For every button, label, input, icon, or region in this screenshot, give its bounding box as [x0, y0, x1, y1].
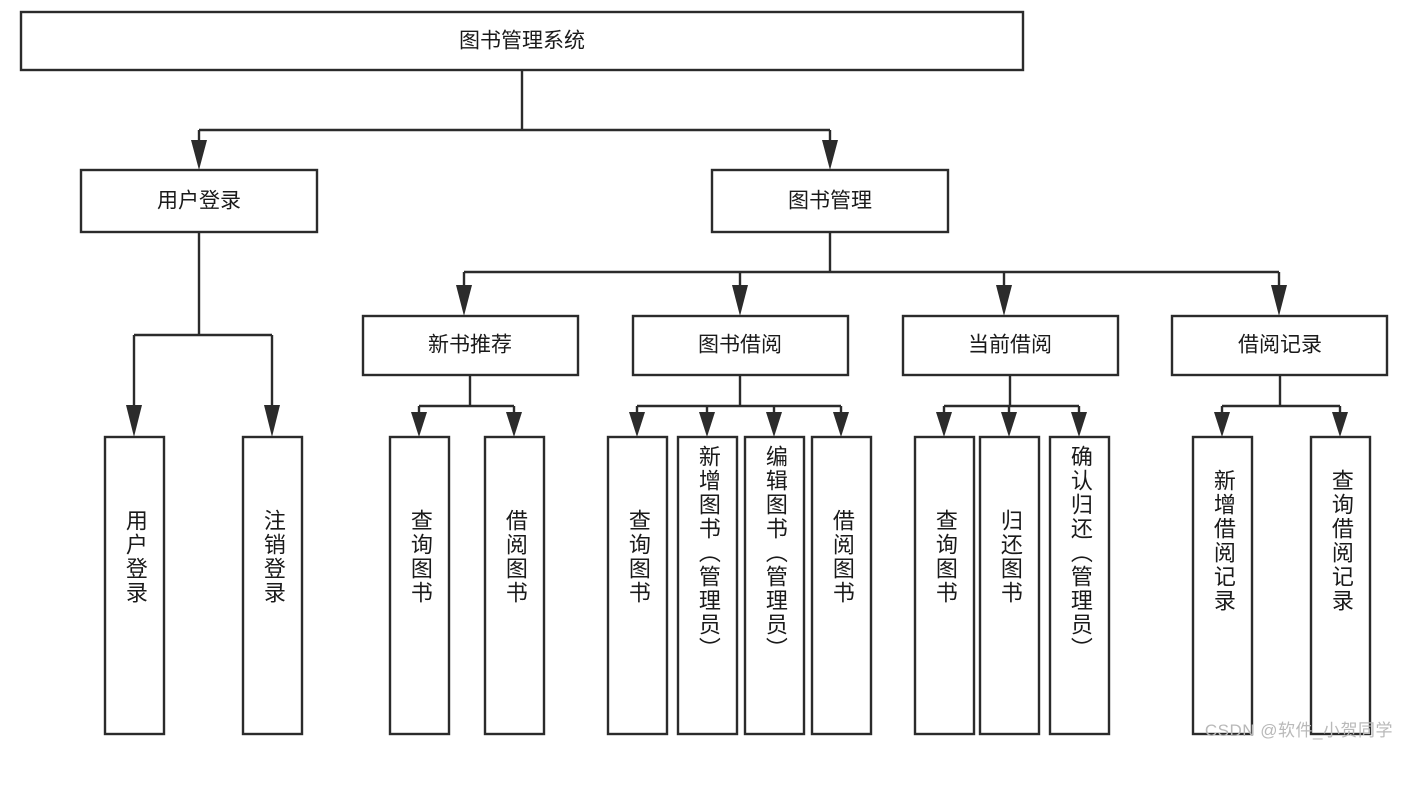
arrowhead-new-book-rec: [456, 285, 472, 316]
node-layer: 图书管理系统 用户登录 图书管理 新书推荐 图书借阅 当前借阅 借阅记录: [19, 10, 1389, 736]
node-leaf-cur-return[interactable]: [978, 435, 1041, 736]
arrowhead-current-borrow: [996, 285, 1012, 316]
diagram-canvas: 图书管理系统 用户登录 图书管理 新书推荐 图书借阅 当前借阅 借阅记录: [19, 10, 1389, 736]
arrowhead-leaf-logout: [264, 405, 280, 437]
node-leaf-rec-search[interactable]: [1309, 435, 1372, 736]
node-leaf-cur-confirm[interactable]: [1048, 435, 1111, 736]
arrowhead-leaf-brw-add: [699, 412, 715, 437]
node-leaf-rec-query[interactable]: [388, 435, 451, 736]
watermark: CSDN @软件_小贺同学: [1204, 721, 1393, 740]
arrowhead-leaf-user-login: [126, 405, 142, 437]
node-user-login-label: 用户登录: [157, 190, 241, 213]
node-leaf-brw-add[interactable]: [676, 435, 739, 736]
arrowhead-user-login: [191, 140, 207, 170]
node-new-book-rec[interactable]: [361, 314, 580, 377]
node-root[interactable]: [19, 10, 1025, 72]
arrowhead-leaf-brw-query: [629, 412, 645, 437]
node-root-label: 图书管理系统: [459, 30, 585, 53]
node-user-login[interactable]: [79, 168, 319, 234]
arrowhead-book-borrow: [732, 285, 748, 316]
arrowhead-leaf-cur-return: [1001, 412, 1017, 437]
arrowhead-borrow-record: [1271, 285, 1287, 316]
node-borrow-record-label: 借阅记录: [1238, 334, 1322, 357]
flowchart-diagram: 图书管理系统 用户登录 图书管理 新书推荐 图书借阅 当前借阅 借阅记录: [19, 10, 1393, 740]
arrowhead-leaf-rec-add: [1214, 412, 1230, 437]
arrowhead-leaf-cur-query: [936, 412, 952, 437]
node-leaf-brw-borrow[interactable]: [810, 435, 873, 736]
node-leaf-brw-edit[interactable]: [743, 435, 806, 736]
arrowhead-book-manage: [822, 140, 838, 170]
node-leaf-brw-query[interactable]: [606, 435, 669, 736]
node-leaf-cur-query[interactable]: [913, 435, 976, 736]
node-leaf-logout[interactable]: [241, 435, 304, 736]
node-book-borrow[interactable]: [631, 314, 850, 377]
node-book-borrow-label: 图书借阅: [698, 334, 782, 357]
node-book-manage-label: 图书管理: [788, 190, 872, 213]
node-book-manage[interactable]: [710, 168, 950, 234]
node-leaf-user-login[interactable]: [103, 435, 166, 736]
arrowhead-leaf-cur-confirm: [1071, 412, 1087, 437]
node-borrow-record[interactable]: [1170, 314, 1389, 377]
node-current-borrow-label: 当前借阅: [968, 334, 1052, 357]
node-leaf-rec-borrow[interactable]: [483, 435, 546, 736]
arrowhead-leaf-brw-borrow: [833, 412, 849, 437]
arrowhead-leaf-rec-query: [411, 412, 427, 437]
arrowhead-leaf-rec-search: [1332, 412, 1348, 437]
node-leaf-rec-add[interactable]: [1191, 435, 1254, 736]
arrowhead-leaf-rec-borrow: [506, 412, 522, 437]
node-new-book-rec-label: 新书推荐: [428, 334, 512, 357]
connector-layer: [126, 70, 1348, 437]
arrowhead-leaf-brw-edit: [766, 412, 782, 437]
node-current-borrow[interactable]: [901, 314, 1120, 377]
